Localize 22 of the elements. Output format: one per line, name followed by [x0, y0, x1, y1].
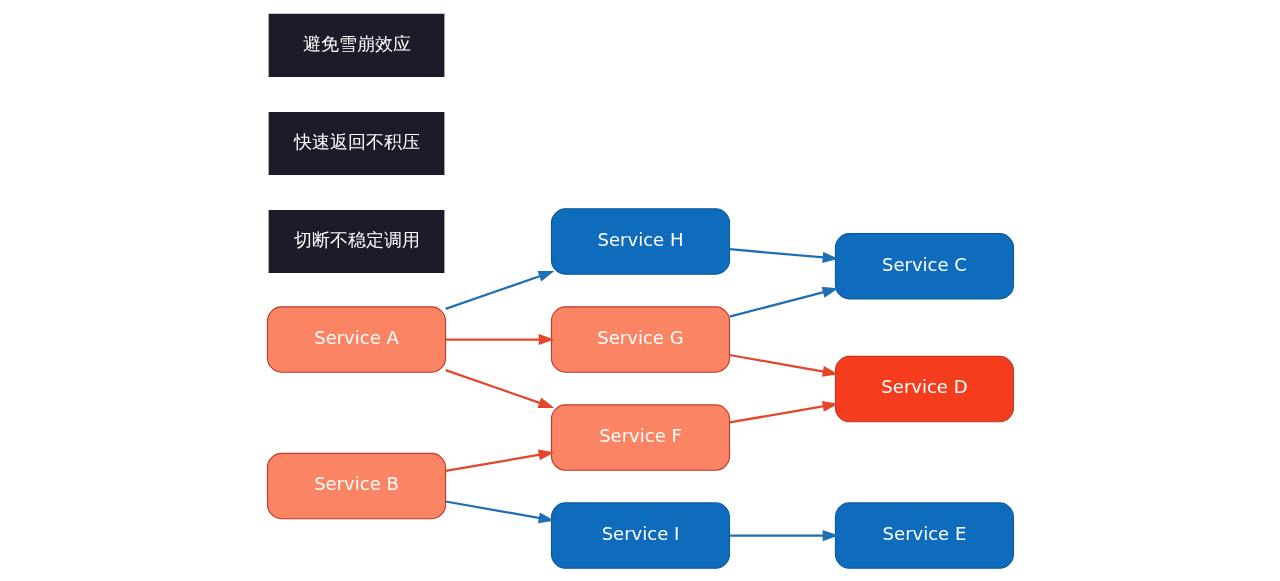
arrow — [728, 400, 838, 424]
arrow — [444, 271, 554, 310]
node-box: Service E — [834, 502, 1014, 569]
node-box: Service G — [550, 306, 730, 373]
arrow — [729, 248, 838, 263]
node-box: 快速返回不积压 — [265, 109, 447, 178]
node-box: Service F — [550, 404, 730, 471]
arrow — [444, 369, 554, 408]
node-box: Service H — [550, 208, 730, 275]
arrow — [728, 287, 838, 318]
arrow — [728, 353, 838, 377]
node-box: Service I — [550, 502, 730, 569]
arrow — [445, 334, 554, 346]
arrow — [444, 500, 554, 524]
node-box: 避免雪崩效应 — [265, 11, 447, 80]
node-box: Service B — [266, 452, 446, 520]
arrow — [729, 530, 838, 542]
node-box: 切断不稳定调用 — [265, 207, 447, 276]
node-box: Service D — [834, 355, 1014, 423]
arrow — [444, 449, 554, 472]
node-box: Service A — [266, 306, 446, 373]
node-box: Service C — [834, 233, 1014, 300]
